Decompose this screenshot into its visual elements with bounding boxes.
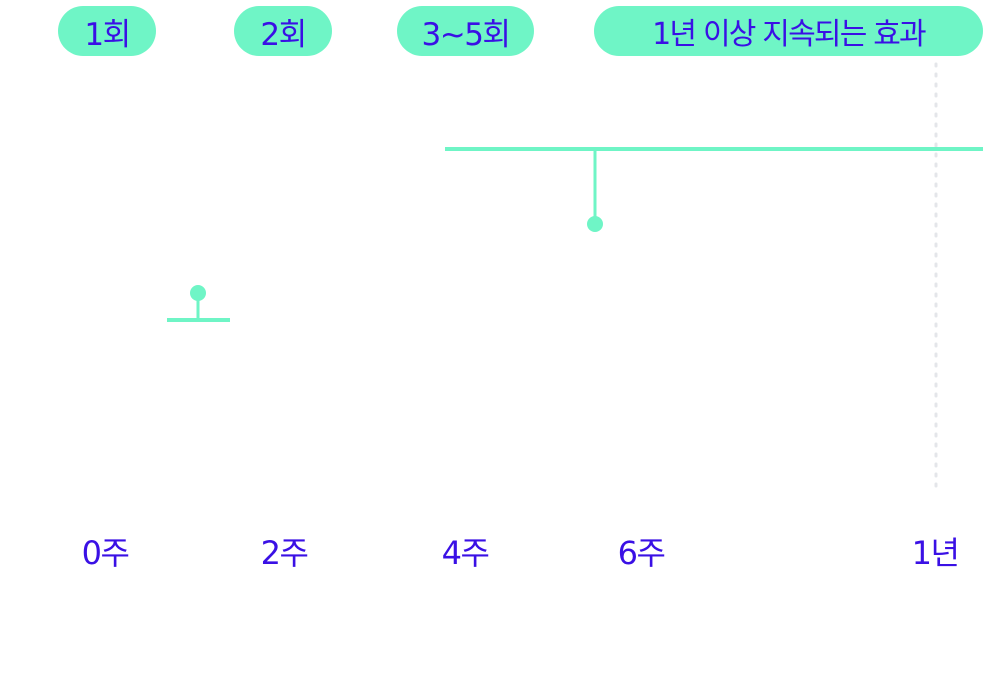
session-label-lasting-effect: 1년 이상 지속되는 효과 [594,6,983,56]
session-label-2: 2회 [234,6,332,56]
time-label-2-weeks: 2주 [260,534,309,572]
time-label-1-year: 1년 [911,534,960,572]
time-label-4-weeks: 4주 [441,534,490,572]
lasting-effect-pin-dot [587,216,603,232]
time-label-6-weeks: 6주 [617,534,666,572]
session-label-1: 1회 [58,6,156,56]
first-session-pin-dot [190,285,206,301]
time-label-0-weeks: 0주 [81,534,130,572]
session-label-3-5: 3~5회 [397,6,534,56]
